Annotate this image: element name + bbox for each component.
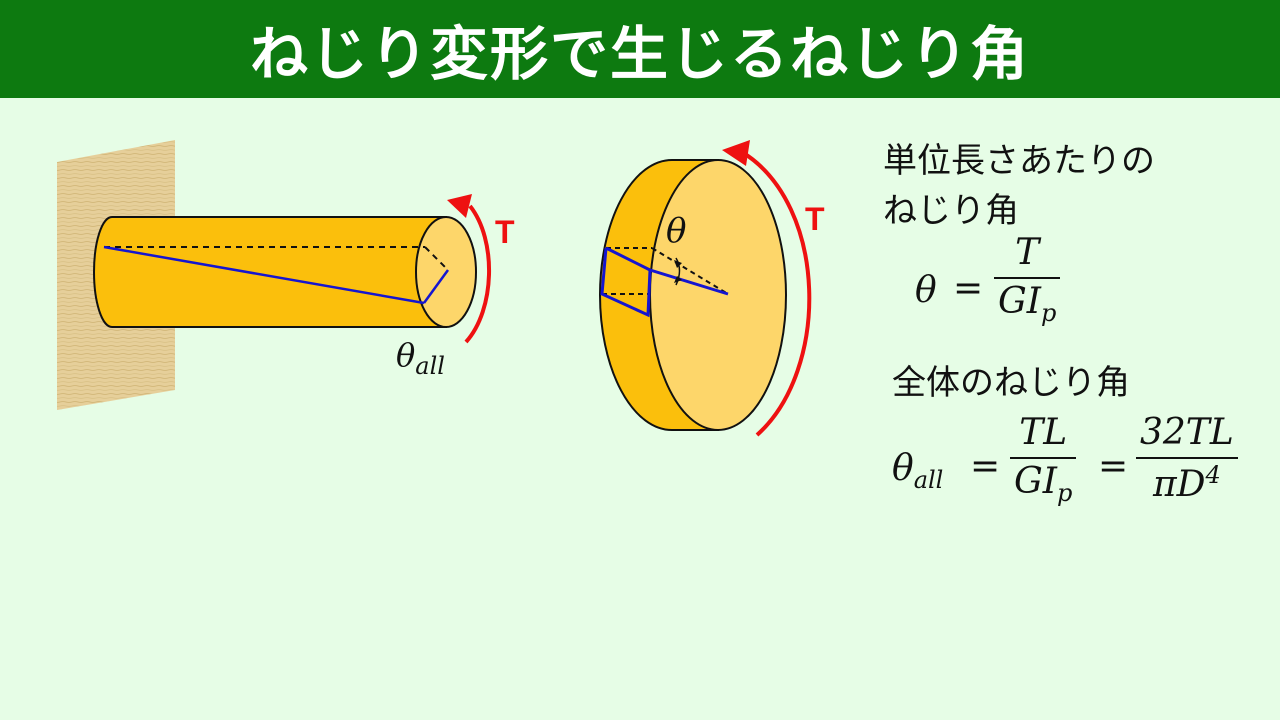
- page-title: ねじり変形で生じるねじり角: [249, 20, 1030, 88]
- disk-torque-arrowhead: [722, 140, 750, 166]
- twist-line: [103, 245, 425, 305]
- eq2-fraction1: TL GIp: [1010, 412, 1077, 508]
- eq2-numerator2: 32TL: [1140, 412, 1234, 453]
- disk-torque-label: T: [805, 201, 825, 237]
- disk-slice: [599, 159, 787, 431]
- torsion-diagram: T θall θ T: [57, 140, 825, 437]
- eq2-equals1: =: [970, 446, 1001, 487]
- theta-label: θ: [666, 211, 686, 251]
- eq1-numerator: T: [1015, 232, 1040, 273]
- shaft-cylinder: [93, 216, 477, 328]
- unit-angle-label-line2: ねじり角: [883, 191, 1019, 231]
- disk-twist-outline: [600, 247, 729, 318]
- eq2-denominator2: πD4: [1152, 461, 1221, 505]
- disk-torque-arrow: [740, 150, 812, 437]
- eq1-denominator: GIp: [998, 281, 1057, 328]
- eq2-fraction2: 32TL πD4: [1136, 412, 1238, 505]
- eq1-equals: =: [953, 268, 984, 309]
- total-angle-label: 全体のねじり角: [892, 363, 1130, 403]
- unit-angle-label-line1: 単位長さあたりの: [883, 141, 1155, 181]
- eq1-lhs: θ: [915, 270, 937, 311]
- eq1-fraction: T GIp: [994, 232, 1061, 328]
- torque-label: T: [495, 214, 515, 250]
- theta-all-label: θall: [396, 336, 445, 380]
- torque-arrowhead: [447, 194, 472, 218]
- eq2-denominator1: GIp: [1014, 461, 1073, 508]
- eq2-lhs: θall: [892, 448, 944, 495]
- torque-arrow: [464, 204, 492, 344]
- title-banner: ねじり変形で生じるねじり角: [0, 0, 1280, 98]
- eq2-numerator1: TL: [1019, 412, 1068, 453]
- eq2-equals2: =: [1098, 446, 1129, 487]
